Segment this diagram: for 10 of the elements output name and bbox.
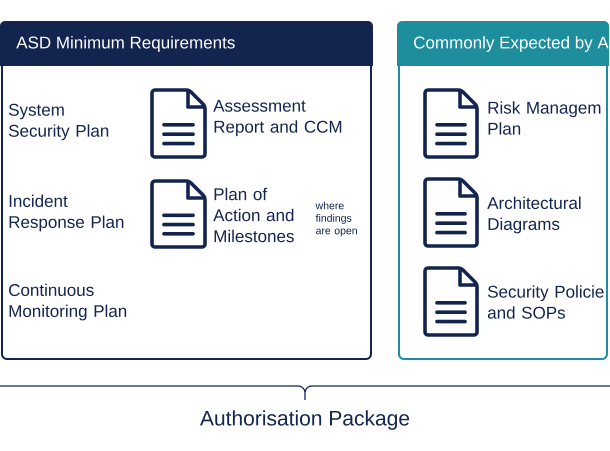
document-label: System Security Plan [8,104,108,140]
note: where findings are open [316,202,357,236]
document-label: Risk Managem Plan [488,101,600,135]
bracket-label: Authorisation Package [200,410,410,430]
document-label: Incident Response Plan [10,194,124,232]
document-label: Architectural Diagrams [487,196,581,234]
document-label: Assessment Report and CCM [213,100,342,136]
document-label: Continuous Monitoring Plan [9,284,126,320]
document-label: Security Policie and SOPs [488,285,604,319]
document-label: Plan of Action and Milestones [213,188,294,242]
